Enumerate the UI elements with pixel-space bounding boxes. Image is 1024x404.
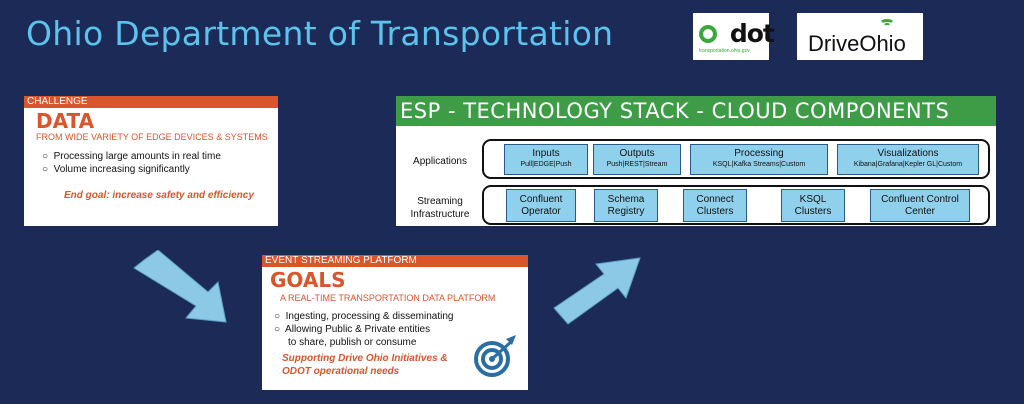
- list-item: ○ Volume increasing significantly: [42, 164, 190, 175]
- target-icon: [474, 335, 516, 377]
- odot-logo: dot transportation.ohio.gov: [693, 13, 775, 60]
- challenge-heading: DATA: [36, 109, 95, 133]
- row-label-streaming-infrastructure: Streaming Infrastructure: [410, 196, 470, 220]
- list-item: ○ Processing large amounts in real time: [42, 151, 221, 162]
- arrow-up-right-icon: [553, 257, 641, 325]
- box-ksql-clusters: KSQL Clusters: [781, 189, 845, 222]
- box-visualizations: Visualizations Kibana|Grafana|Kepler GL|…: [837, 144, 979, 175]
- odot-logo-url: transportation.ohio.gov: [699, 48, 750, 54]
- box-confluent-control-center: Confluent Control Center: [870, 189, 970, 222]
- odot-logo-word: dot: [699, 19, 775, 48]
- goals-header: EVENT STREAMING PLATFORM: [262, 255, 528, 267]
- wifi-inner-icon: [883, 23, 891, 29]
- challenge-goal: End goal: increase safety and efficiency: [64, 190, 254, 201]
- tech-stack-card: ESP - TECHNOLOGY STACK - CLOUD COMPONENT…: [396, 96, 996, 226]
- box-confluent-operator: Confluent Operator: [506, 189, 576, 222]
- challenge-subheading: FROM WIDE VARIETY OF EDGE DEVICES & SYST…: [36, 132, 268, 142]
- list-item: ○ Allowing Public & Private entities: [274, 324, 431, 335]
- goals-support-line-1: Supporting Drive Ohio Initiatives &: [282, 353, 448, 364]
- list-item-continued: to share, publish or consume: [288, 337, 417, 348]
- arrow-down-right-icon: [133, 250, 227, 323]
- goals-support-line-2: ODOT operational needs: [282, 366, 400, 377]
- challenge-header: CHALLENGE: [24, 96, 278, 108]
- list-item: ○ Ingesting, processing & disseminating: [274, 311, 454, 322]
- box-connect-clusters: Connect Clusters: [683, 189, 747, 222]
- applications-row-outline: [482, 139, 990, 179]
- box-processing: Processing KSQL|Kafka Streams|Custom: [690, 144, 828, 175]
- driveohio-logo-word: DriveOhio: [808, 31, 906, 56]
- box-schema-registry: Schema Registry: [594, 189, 658, 222]
- box-inputs: Inputs Pull|EDGE|Push: [504, 144, 588, 175]
- row-label-applications: Applications: [413, 156, 467, 167]
- challenge-card: CHALLENGE DATA FROM WIDE VARIETY OF EDGE…: [24, 96, 278, 226]
- page-title: Ohio Department of Transportation: [26, 14, 614, 53]
- odot-o-ring: [699, 25, 717, 43]
- driveohio-logo: DriveOhio: [797, 13, 923, 60]
- infrastructure-row-outline: [482, 185, 990, 225]
- goals-heading: GOALS: [270, 268, 346, 292]
- tech-stack-header: ESP - TECHNOLOGY STACK - CLOUD COMPONENT…: [396, 96, 996, 126]
- goals-card: EVENT STREAMING PLATFORM GOALS A REAL-TI…: [262, 255, 528, 390]
- wifi-icon: [879, 19, 895, 29]
- goals-subheading: A REAL-TIME TRANSPORTATION DATA PLATFORM: [280, 293, 496, 303]
- box-outputs: Outputs Push|REST|Stream: [593, 144, 681, 175]
